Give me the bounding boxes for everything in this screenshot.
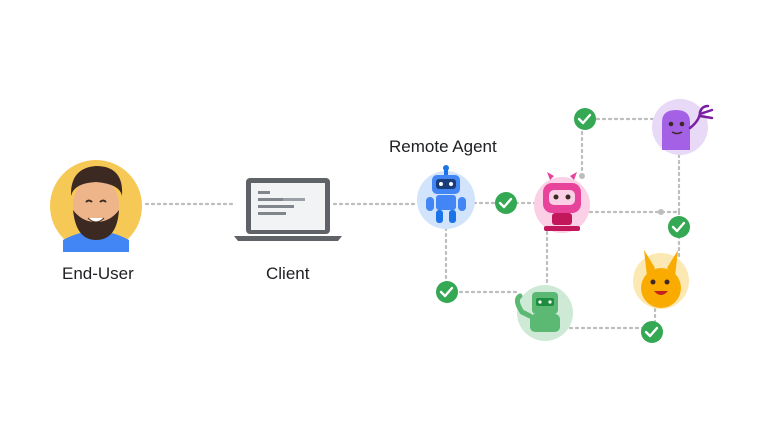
yellow-agent-robot-icon xyxy=(633,250,689,309)
check-badges xyxy=(436,108,690,343)
green-agent-robot-icon xyxy=(514,285,573,341)
remote-agent-robot-icon xyxy=(417,165,475,229)
purple-agent-robot-icon xyxy=(652,99,714,155)
edge-pink-purple xyxy=(580,117,656,178)
edge-remote-green xyxy=(444,226,518,294)
end-user-label: End-User xyxy=(62,264,134,283)
check-icon xyxy=(641,321,663,343)
check-icon xyxy=(668,216,690,238)
check-icon xyxy=(495,192,517,214)
laptop-icon xyxy=(234,178,342,241)
remote-agent-label: Remote Agent xyxy=(389,137,497,156)
pink-agent-robot-icon xyxy=(534,172,590,233)
edge-green-yellow xyxy=(568,304,657,330)
end-user-avatar xyxy=(50,160,142,252)
junction-dot xyxy=(658,209,664,215)
client-label: Client xyxy=(266,264,310,283)
check-icon xyxy=(436,281,458,303)
junction-dots xyxy=(579,173,664,215)
check-icon xyxy=(574,108,596,130)
edge-pink-purple-down xyxy=(588,152,681,214)
junction-dot xyxy=(579,173,585,179)
